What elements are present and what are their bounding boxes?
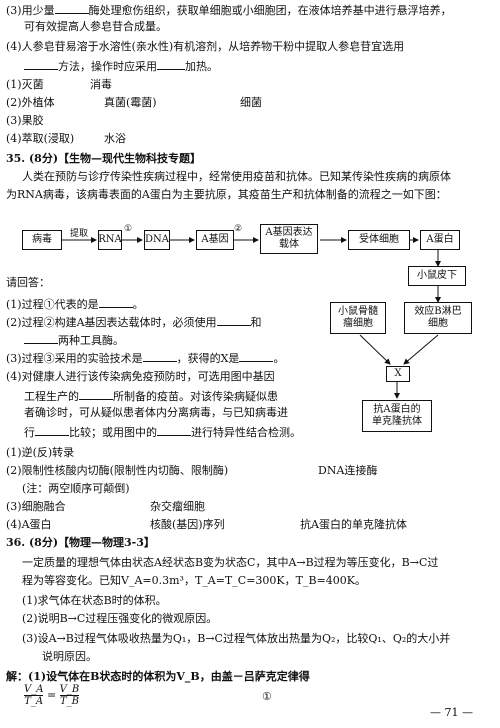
answer-4b: 水浴 (104, 132, 126, 145)
answer-1: (1)灭菌 (6, 78, 44, 91)
q36-heading: 36. (8分)【物理—物理3-3】 (6, 536, 155, 549)
q35-answer-1: (1)逆(反)转录 (6, 446, 75, 459)
q36-part-1: (1)求气体在状态B时的体积。 (22, 594, 167, 607)
q35-answer-4: (4)A蛋白 (6, 518, 52, 531)
box-a-gene: A基因 (196, 230, 234, 250)
box-x: X (386, 366, 410, 382)
q35-part-3: (3)过程③采用的实验技术是 ，获得的X是 。 (6, 350, 284, 366)
text: 酶处理愈伤组织，获取单细胞或小细胞团，在液体培养基中进行悬浮培养， (88, 4, 452, 17)
q35-intro-1: 人类在预防与诊疗传染性疾病过程中，经常使用疫苗和抗体。已知某传染性疾病的病原体 (22, 170, 451, 183)
box-expression-vector: A基因表达载体 (260, 224, 318, 254)
box-dna: DNA (144, 230, 170, 250)
text: 两种工具酶。 (58, 334, 124, 347)
box-effector-b-cell: 效应B淋巴细胞 (404, 302, 472, 334)
answer-2b: 真菌(霉菌) (104, 96, 157, 109)
answer-blank[interactable] (98, 296, 133, 308)
answer-2: (2)外植体 (6, 96, 55, 109)
fraction-numerator: V_A (24, 684, 44, 696)
text: 工程生产的 (24, 390, 79, 403)
q36-part-2: (2)说明B→C过程压强变化的微观原因。 (22, 612, 218, 625)
q35-part-4: (4)对健康人进行该传染病免疫预防时，可选用图中基因 (6, 370, 275, 383)
question-4-line: (4)人参皂苷易溶于水溶性(亲水性)有机溶剂，从培养物干粉中提取人参皂苷宜选用 (6, 40, 405, 53)
q35-part-4-cont3: 行 比较；或用图中的 进行特异性结合检测。 (24, 424, 301, 440)
text: (3)过程③采用的实验技术是 (6, 352, 143, 365)
q35-answer-3: (3)细胞融合 (6, 500, 66, 513)
answer-blank[interactable] (142, 350, 177, 362)
q35-intro-2: 为RNA病毒，该病毒表面的A蛋白为主要抗原，其疫苗生产和抗体制备的流程之一如下图… (6, 188, 447, 201)
q35-answer-3b: 杂交瘤细胞 (150, 500, 205, 513)
q35-heading: 35. (8分)【生物—现代生物科技专题】 (6, 152, 202, 165)
q35-answer-2: (2)限制性核酸内切酶(限制性内切酶、限制酶) (6, 464, 229, 477)
box-recipient-cell: 受体细胞 (348, 230, 410, 250)
text: 和 (250, 316, 262, 329)
text: (2)过程②构建A基因表达载体时，必须使用 (6, 316, 217, 329)
box-virus: 病毒 (22, 230, 62, 250)
q36-solution: 解：(1)设气体在B状态时的体积为V_B，由盖－吕萨克定律得 (6, 670, 310, 683)
answer-2c: 细菌 (240, 96, 262, 109)
label-step-1: ① (124, 224, 133, 234)
q35-part-4-cont: 工程生产的 所制备的疫苗。对该传染病疑似患 (24, 388, 278, 404)
page-number: — 71 — (430, 706, 473, 719)
equals-sign: = (46, 688, 57, 702)
text: 行 (24, 426, 35, 439)
text: 。 (273, 352, 285, 365)
question-4-cont: 方法，操作时应采用 加热。 (24, 58, 218, 74)
q35-answer-4c: 抗A蛋白的单克隆抗体 (300, 518, 407, 531)
text: 所制备的疫苗。对该传染病疑似患 (113, 390, 278, 403)
fraction-numerator: V_B (59, 684, 80, 696)
box-mouse-subcutaneous: 小鼠皮下 (408, 266, 466, 286)
answer-blank[interactable] (24, 332, 58, 344)
q35-answer-2-note: (注：两空顺序可颠倒) (22, 482, 130, 495)
q36-intro-2: 程为等容变化。已知V_A=0.3m³，T_A=T_C=300K，T_B=400K… (22, 574, 366, 587)
q35-part-1: (1)过程①代表的是 。 (6, 296, 144, 312)
question-3-cont: 可有效提高人参皂苷合成量。 (24, 20, 167, 33)
answer-1b: 消毒 (90, 78, 112, 91)
answer-blank[interactable] (157, 58, 185, 70)
box-monoclonal-antibody: 抗A蛋白的单克隆抗体 (362, 400, 432, 432)
text: 加热。 (185, 60, 218, 73)
question-3-line: (3)用少量 酶处理愈伤组织，获取单细胞或小细胞团，在液体培养基中进行悬浮培养， (6, 2, 452, 18)
answer-blank[interactable] (216, 314, 251, 326)
box-rna: RNA (98, 230, 122, 250)
box-a-protein: A蛋白 (420, 230, 460, 250)
fraction-denominator: T_A (24, 696, 44, 707)
q35-part-2-cont: 两种工具酶。 (24, 332, 124, 348)
text: (3)用少量 (6, 4, 55, 17)
answer-blank[interactable] (35, 424, 69, 436)
text: 比较；或用图中的 (69, 426, 157, 439)
q35-part-2: (2)过程②构建A基因表达载体时，必须使用 和 (6, 314, 262, 330)
answer-4: (4)萃取(浸取) (6, 132, 75, 145)
text: 方法，操作时应采用 (58, 60, 157, 73)
q35-answer-4b: 核酸(基因)序列 (150, 518, 225, 531)
box-myeloma-cell: 小鼠骨髓瘤细胞 (330, 302, 386, 334)
label-extract: 提取 (70, 229, 89, 239)
answer-blank[interactable] (239, 350, 274, 362)
label-step-2: ② (234, 224, 243, 234)
q36-intro-1: 一定质量的理想气体由状态A经状态B变为状态C，其中A→B过程为等压变化，B→C过 (22, 556, 439, 569)
answer-3: (3)果胶 (6, 114, 44, 127)
q35-part-4-cont2: 者确诊时，可从疑似患者体内分离病毒，与已知病毒进 (24, 406, 288, 419)
q36-part-3: (3)设A→B过程气体吸收热量为Q₁，B→C过程气体放出热量为Q₂，比较Q₁、Q… (22, 632, 451, 645)
q36-part-3-cont: 说明原因。 (42, 650, 97, 663)
answer-blank[interactable] (157, 424, 191, 436)
q35-ask: 请回答： (6, 276, 50, 289)
text: (1)过程①代表的是 (6, 298, 99, 311)
answer-blank[interactable] (54, 2, 89, 14)
fraction-denominator: T_B (59, 696, 79, 707)
text: 。 (132, 298, 144, 311)
answer-blank[interactable] (79, 388, 113, 400)
text: 进行特异性结合检测。 (191, 426, 301, 439)
q35-answer-2b: DNA连接酶 (318, 464, 378, 477)
equation-number: ① (262, 690, 272, 703)
answer-blank[interactable] (24, 58, 58, 70)
text: ，获得的X是 (176, 352, 240, 365)
